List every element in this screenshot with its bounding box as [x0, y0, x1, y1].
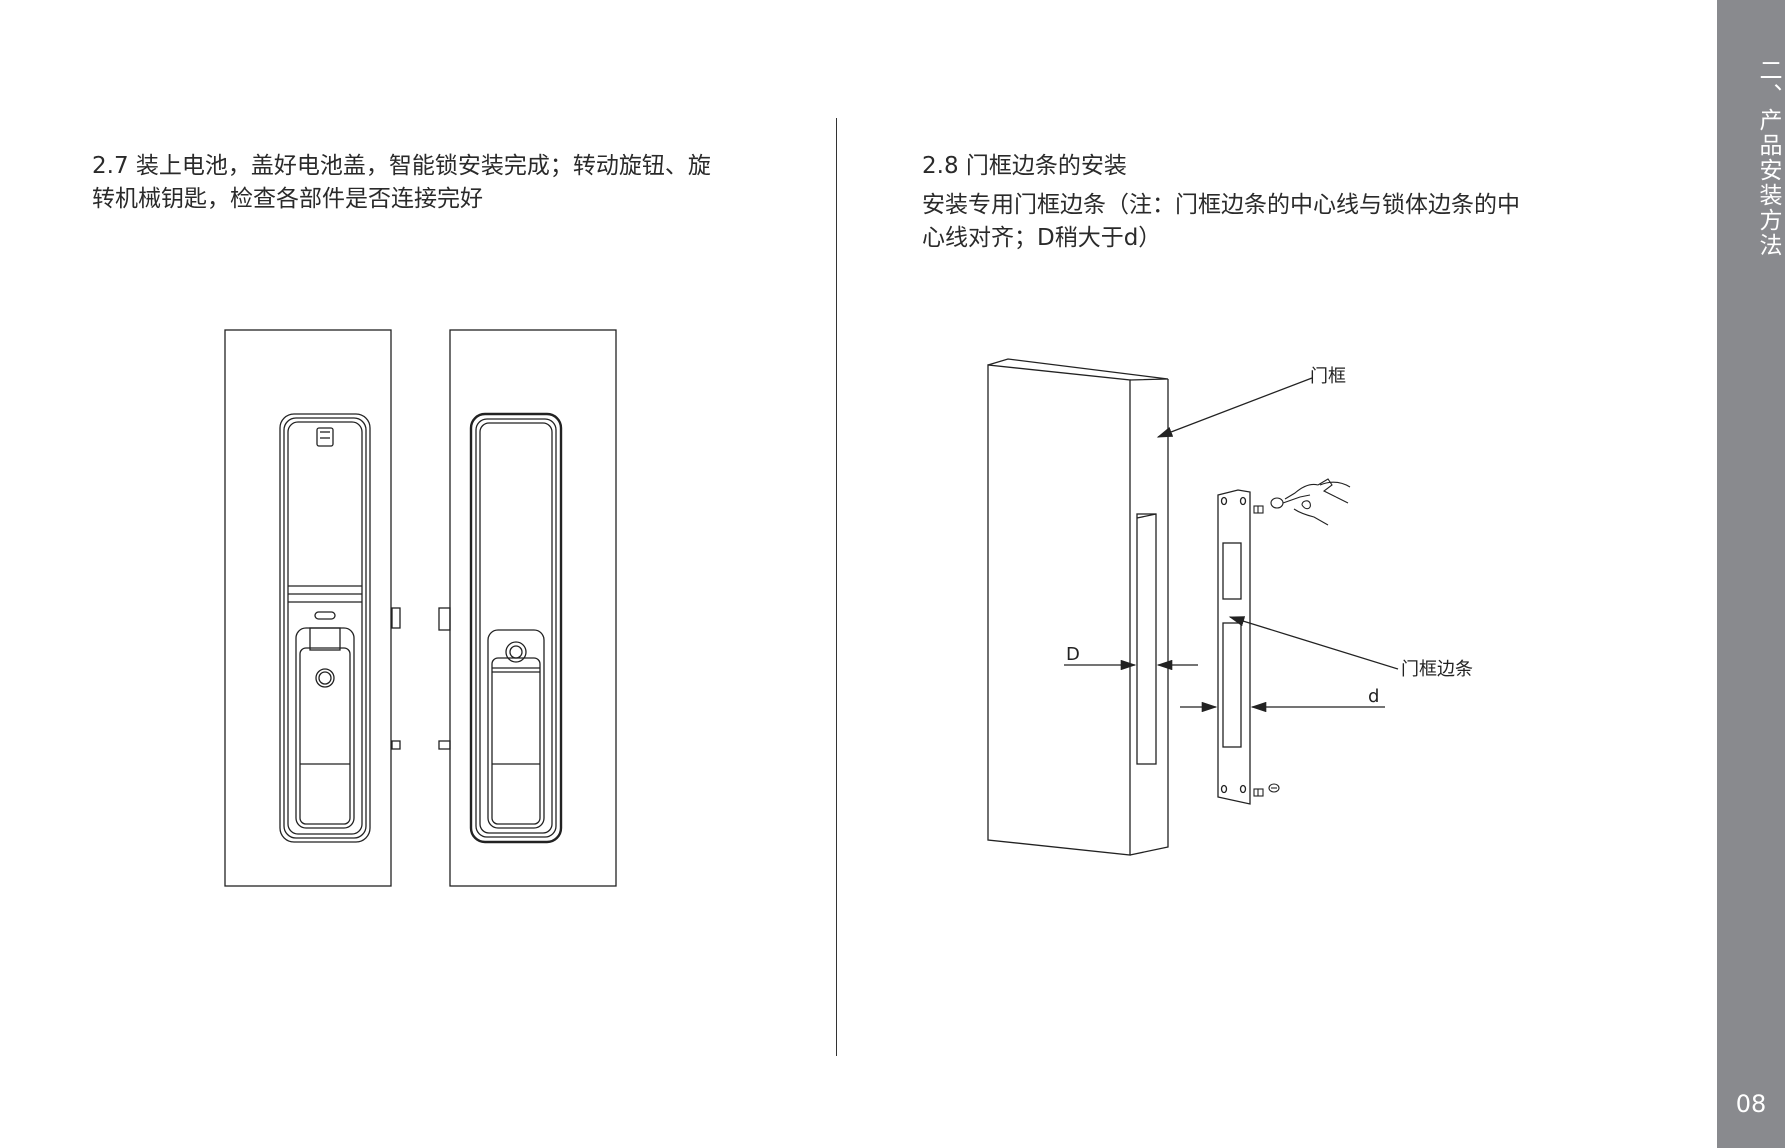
spindle-back — [438, 607, 451, 631]
label-frame-strip: 门框边条 — [1401, 659, 1473, 680]
screw-top — [1253, 505, 1264, 514]
chapter-side-tab: 二、产品安装方法 08 — [1717, 0, 1785, 1148]
page-number: 08 — [1735, 1090, 1767, 1118]
step-2-8-line-1: 安装专用门框边条（注：门框边条的中心线与锁体边条的中 — [922, 192, 1520, 218]
front-door-panel — [224, 329, 392, 887]
dimension-D — [1064, 659, 1198, 671]
back-lock-body — [469, 412, 563, 844]
frame-strip-plate — [1217, 489, 1251, 805]
label-D: D — [1066, 644, 1080, 665]
door-frame-block — [987, 358, 1169, 856]
spindle-front — [391, 607, 401, 629]
door-frame-strip-diagram: 门框 门框边条 D d — [987, 358, 1473, 856]
column-divider — [836, 118, 837, 1056]
chapter-title: 二、产品安装方法 — [1755, 58, 1781, 258]
frame-strip-leader — [1228, 616, 1399, 670]
step-2-8-line-2: 心线对齐；D稍大于d） — [922, 225, 1162, 251]
door-frame-leader — [1156, 377, 1313, 438]
label-d: d — [1368, 686, 1379, 707]
front-lock-body — [279, 413, 371, 843]
section-2-7: 2.7 装上电池，盖好电池盖，智能锁安装完成；转动旋钮、旋 转机械钥匙，检查各部… — [92, 150, 812, 216]
step-2-7-line-2: 转机械钥匙，检查各部件是否连接完好 — [92, 186, 483, 212]
step-2-8-heading: 2.8 门框边条的安装 — [922, 153, 1127, 179]
label-door-frame: 门框 — [1310, 366, 1346, 387]
screwdriver-hand-icon — [1270, 478, 1351, 526]
screw-bottom — [1253, 783, 1280, 797]
step-2-7-line-1: 2.7 装上电池，盖好电池盖，智能锁安装完成；转动旋钮、旋 — [92, 153, 711, 179]
section-2-8: 2.8 门框边条的安装 安装专用门框边条（注：门框边条的中心线与锁体边条的中 心… — [922, 150, 1642, 255]
lock-installed-illustration — [224, 329, 617, 887]
